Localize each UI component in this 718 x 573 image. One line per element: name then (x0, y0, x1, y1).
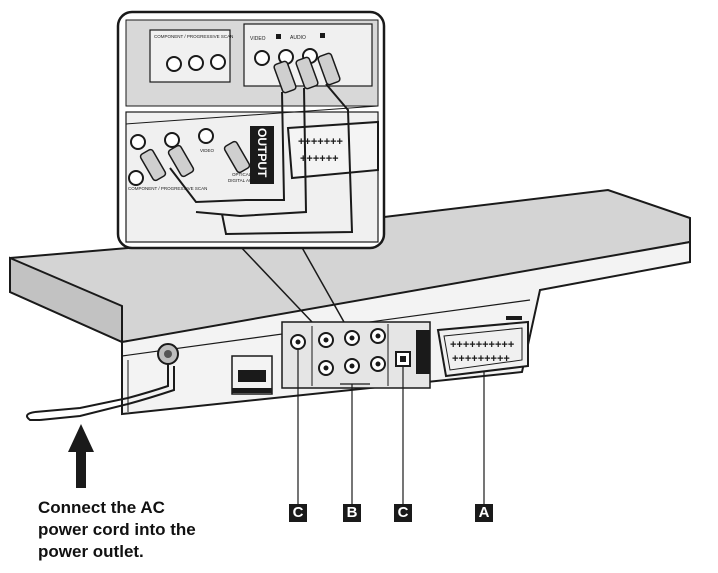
output-label: OUTPUT (255, 128, 269, 178)
instruction-line-1: Connect the AC (38, 498, 165, 517)
svg-text:++++++++++: ++++++++++ (450, 339, 514, 351)
zoom-pointer (237, 243, 345, 323)
tv-video-label: VIDEO (250, 36, 266, 42)
tv-audio-label: AUDIO (290, 35, 306, 41)
power-inlet (157, 343, 179, 365)
callout-c-right: C (394, 504, 412, 522)
inset-optical-label-2: DIGITAL AUDIO (228, 178, 261, 183)
svg-text:++++++: ++++++ (300, 153, 339, 165)
zoom-inset: COMPONENT / PROGRESSIVE SCAN VIDEO AUDIO… (116, 10, 386, 250)
callout-a: A (475, 504, 493, 522)
tv-component-label: COMPONENT / PROGRESSIVE SCAN (154, 34, 233, 39)
instruction-line-2: power cord into the (38, 520, 196, 539)
callout-lines (297, 350, 485, 504)
svg-text:+++++++++: +++++++++ (452, 353, 510, 365)
instruction-line-3: power outlet. (38, 542, 144, 561)
callout-c-left: C (289, 504, 307, 522)
power-cord (25, 364, 175, 421)
inset-video-label: VIDEO (200, 148, 215, 153)
callout-b: B (343, 504, 361, 522)
hdmi-port (231, 355, 273, 395)
back-panel-connectors (281, 321, 431, 389)
svg-text:+++++++: +++++++ (298, 136, 343, 148)
up-arrow-icon (68, 424, 94, 488)
scart-port: ++++++++++ +++++++++ (436, 316, 529, 378)
power-cord-instruction: Connect the AC power cord into the power… (38, 497, 268, 563)
inset-component-label: COMPONENT / PROGRESSIVE SCAN (128, 186, 207, 191)
inset-optical-label-1: OPTICAL (232, 172, 252, 177)
